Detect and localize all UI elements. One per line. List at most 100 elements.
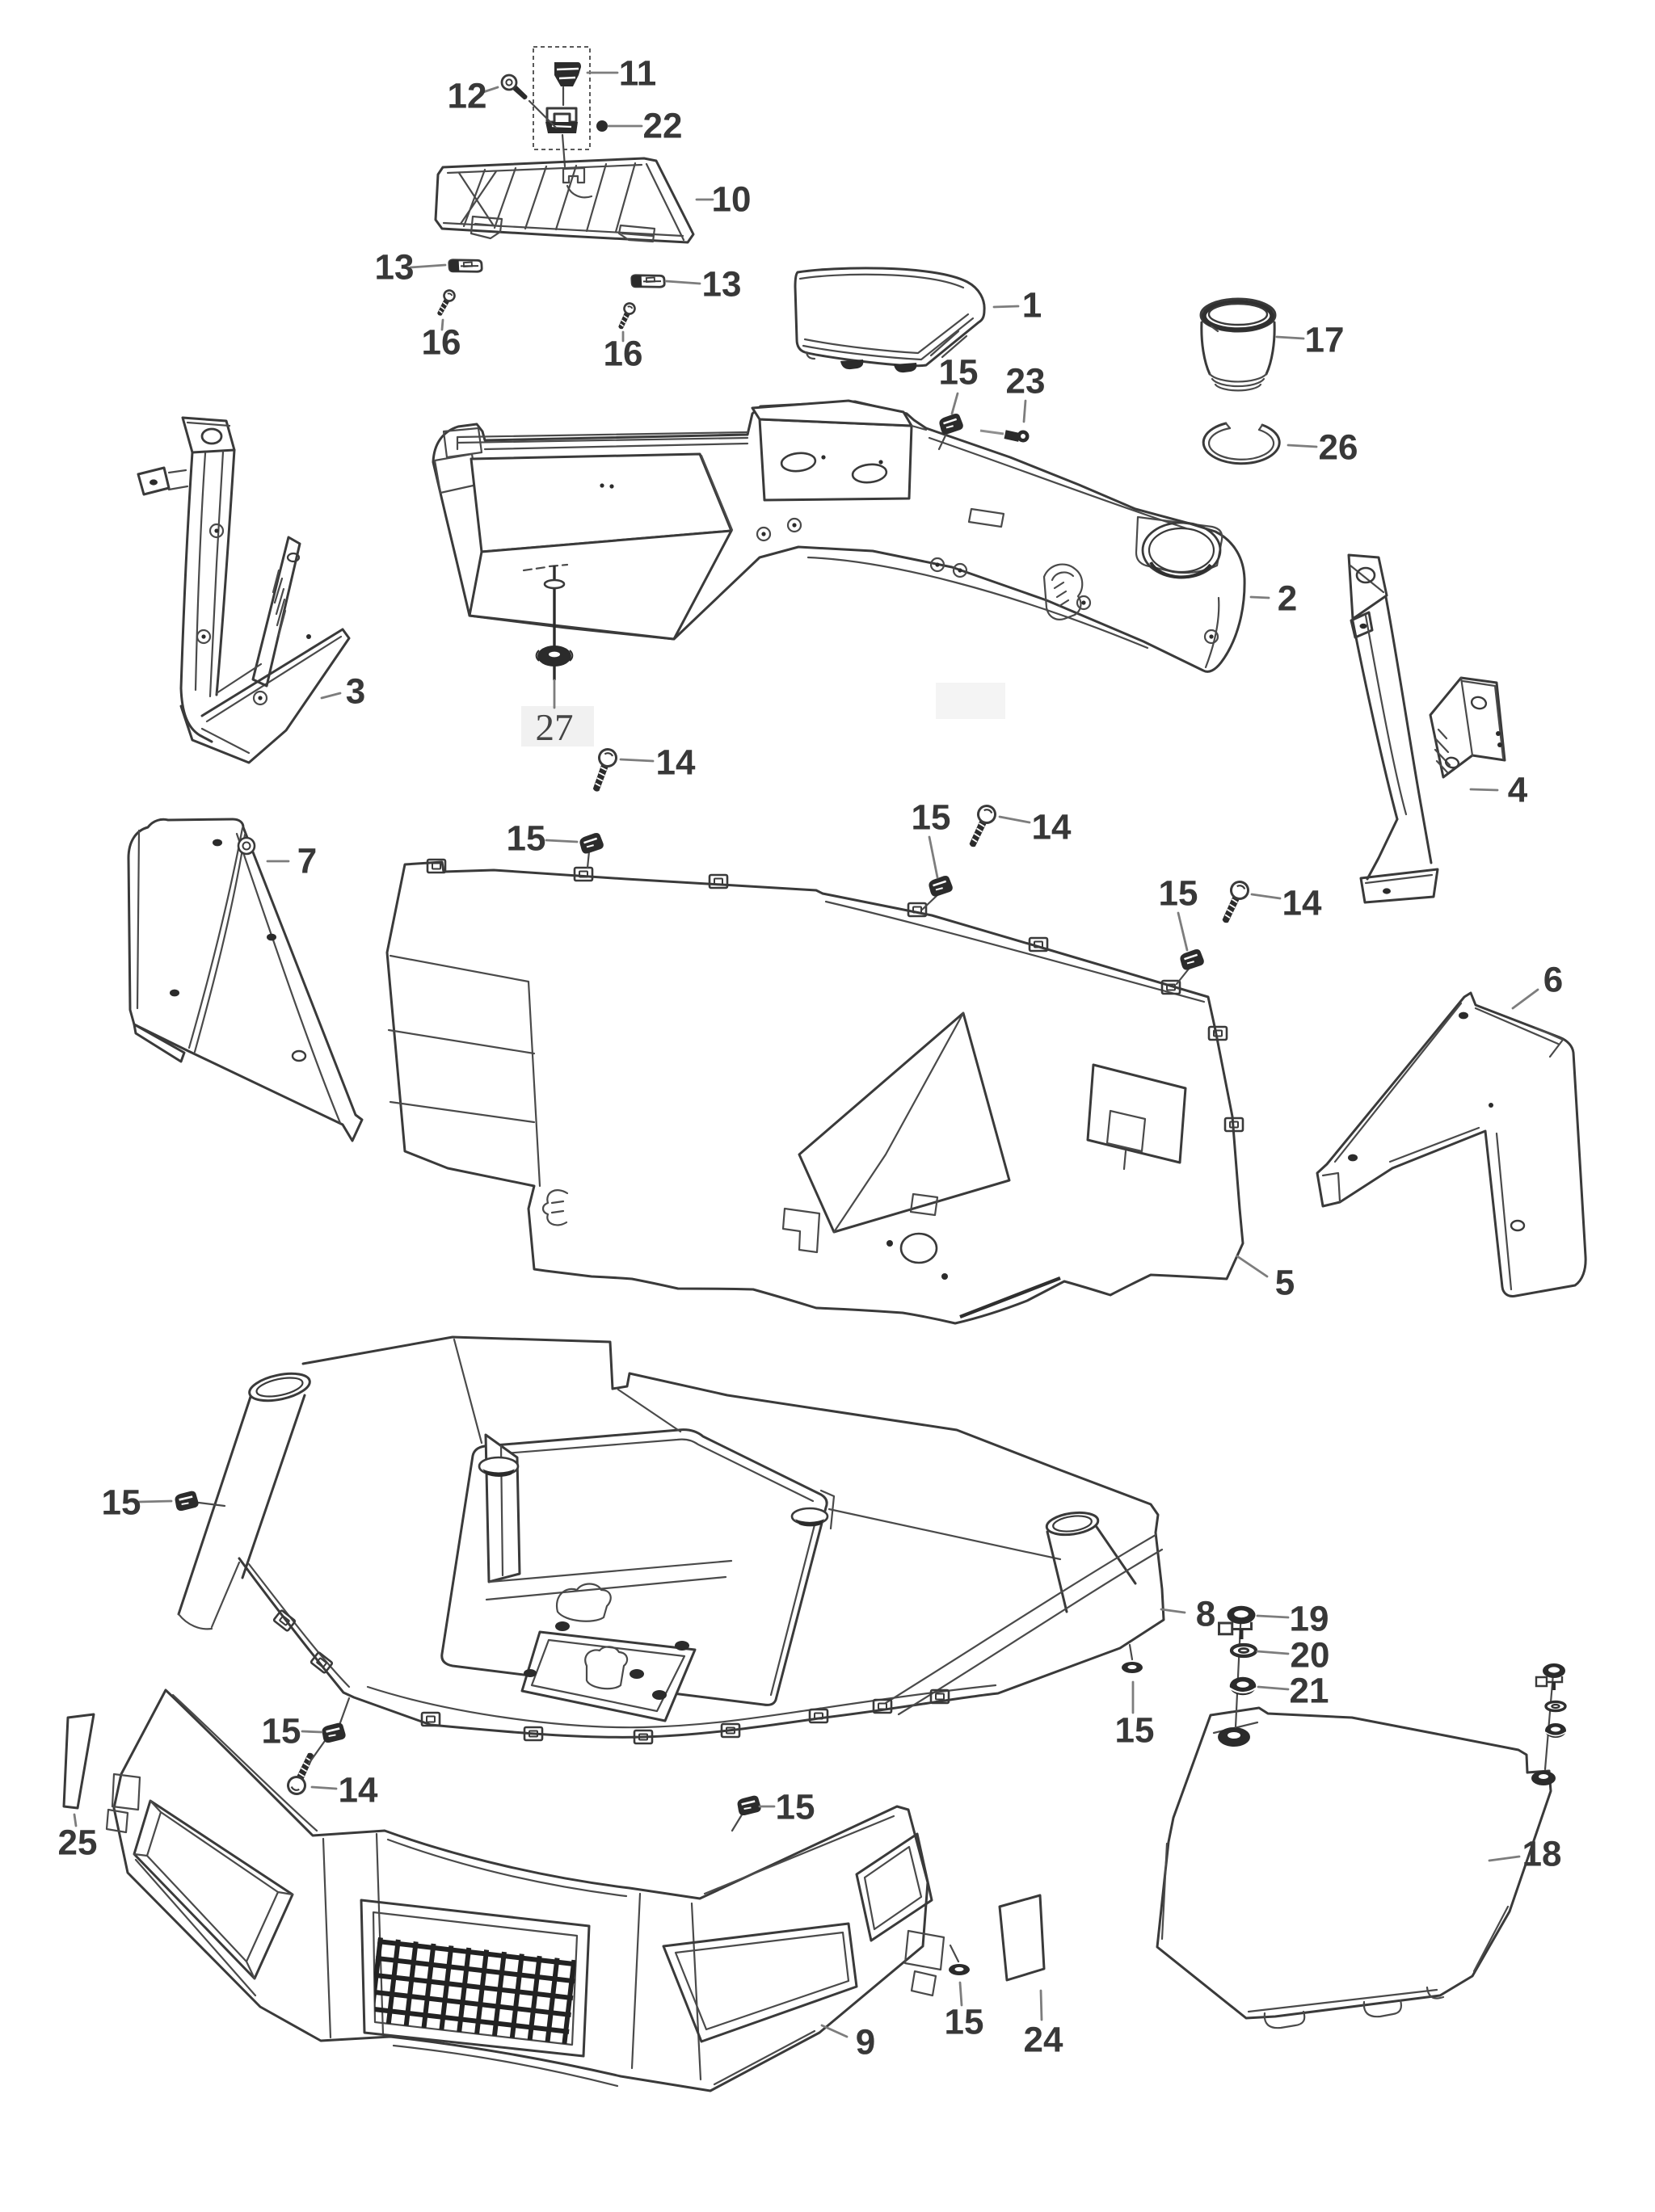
ellipse-detail <box>555 1621 570 1631</box>
path-detail <box>1351 595 1423 821</box>
path-detail <box>360 1899 591 2058</box>
path-detail <box>703 1815 895 1895</box>
ellipse-detail <box>543 578 566 590</box>
path-detail <box>200 635 343 755</box>
path-detail <box>440 1428 828 1706</box>
part-25-sticker <box>62 1713 95 1810</box>
path-detail <box>1208 372 1268 392</box>
ellipse-detail <box>1148 527 1215 574</box>
leader-line-24-38 <box>1039 1989 1043 2021</box>
callout-label-14-17: 14 <box>656 743 696 783</box>
leader-line-5-25 <box>1236 1255 1269 1278</box>
callout-label-15-21: 15 <box>1159 874 1198 914</box>
path-detail <box>1347 553 1388 620</box>
path-detail <box>133 1023 186 1063</box>
path-detail <box>751 399 913 427</box>
path-detail <box>530 1638 686 1713</box>
leader-line-16-6 <box>440 318 444 331</box>
callout-label-14-33: 14 <box>339 1771 378 1810</box>
path-detail <box>177 1561 241 1630</box>
path-detail <box>1434 728 1451 774</box>
path-detail <box>127 818 364 1142</box>
path-detail <box>468 529 733 641</box>
path-detail <box>197 431 1191 1963</box>
path-detail <box>806 556 1149 650</box>
path-detail <box>247 1562 351 1688</box>
leader-line-3-14 <box>320 692 342 700</box>
path-detail <box>545 122 578 133</box>
part-17-cup-holder <box>1199 297 1277 392</box>
use-detail <box>1228 1676 1257 1697</box>
path-detail <box>1149 561 1212 579</box>
callout-label-2-13: 2 <box>1278 579 1297 619</box>
leader-line-14-22 <box>1250 893 1282 900</box>
path-detail <box>167 469 189 491</box>
callout-label-15-19: 15 <box>912 798 951 838</box>
path-detail <box>1051 571 1075 582</box>
path-detail <box>1046 1525 1137 1613</box>
path-detail <box>828 1508 1062 1561</box>
leader-line-14-33 <box>310 1785 338 1790</box>
callout-label-3-14: 3 <box>346 672 365 712</box>
path-detail <box>819 1489 836 1530</box>
path-detail <box>674 1931 850 2031</box>
ellipse-detail <box>1202 300 1274 332</box>
circle-detail <box>1489 1103 1493 1108</box>
path-detail <box>1105 1109 1147 1171</box>
path-detail <box>929 330 968 359</box>
path-detail <box>1364 873 1434 885</box>
path-detail <box>1135 515 1223 574</box>
path-detail <box>453 1338 682 1445</box>
leader-line-20-29 <box>1256 1650 1290 1655</box>
circle-detail <box>821 455 826 460</box>
path-detail <box>215 662 263 695</box>
part-13-clip-left <box>448 257 483 275</box>
callout-label-24-38: 24 <box>1024 2021 1063 2060</box>
path-detail <box>1333 1002 1463 1163</box>
callout-label-20-29: 20 <box>1291 1636 1330 1676</box>
callout-label-13-4: 13 <box>375 248 415 288</box>
part-12-screw <box>500 74 528 100</box>
circle-detail <box>941 1273 948 1280</box>
part-3-left-bracket <box>137 416 351 764</box>
ellipse-detail <box>1539 1774 1548 1779</box>
path-detail <box>802 317 975 361</box>
circle-detail <box>306 634 311 639</box>
part-13-clip-right <box>630 272 666 290</box>
leader-line-15-18 <box>545 839 579 843</box>
use-detail <box>949 1964 970 1975</box>
part-7-left-fender <box>127 818 364 1142</box>
callout-label-26-12: 26 <box>1319 428 1358 468</box>
path-detail <box>432 400 1246 673</box>
path-detail <box>824 900 1206 1003</box>
callout-label-21-30: 21 <box>1290 1672 1329 1711</box>
ellipse-detail <box>1510 1219 1526 1232</box>
leader-line-1-8 <box>992 305 1020 309</box>
ellipse-detail <box>1459 1011 1468 1020</box>
leader-line-9-39 <box>820 2024 849 2038</box>
callout-label-12-1: 12 <box>448 77 487 116</box>
path-detail <box>1263 1986 1445 2029</box>
ellipse-detail <box>1359 623 1367 629</box>
part-24-sticker <box>998 1894 1046 1982</box>
path-detail <box>187 826 246 1053</box>
callout-label-15-10: 15 <box>939 353 979 393</box>
part-8-front-body <box>177 1335 1165 1745</box>
path-detail <box>522 563 569 572</box>
ellipse-detail <box>1348 1154 1358 1162</box>
path-detail <box>112 1688 929 2092</box>
path-detail <box>1042 575 1076 620</box>
path-detail <box>662 1922 858 2043</box>
highlight-box-1 <box>936 683 1005 719</box>
path-detail <box>251 536 301 688</box>
path-detail <box>1495 1132 1513 1291</box>
path-detail <box>137 466 171 496</box>
g-detail <box>1544 1700 1567 1713</box>
path-detail <box>322 1832 385 2039</box>
path-detail <box>235 832 342 1125</box>
use-detail <box>1122 1662 1143 1673</box>
fastener-stack-right <box>1535 1662 1567 1771</box>
ellipse-detail <box>267 933 276 941</box>
path-detail <box>456 431 749 451</box>
